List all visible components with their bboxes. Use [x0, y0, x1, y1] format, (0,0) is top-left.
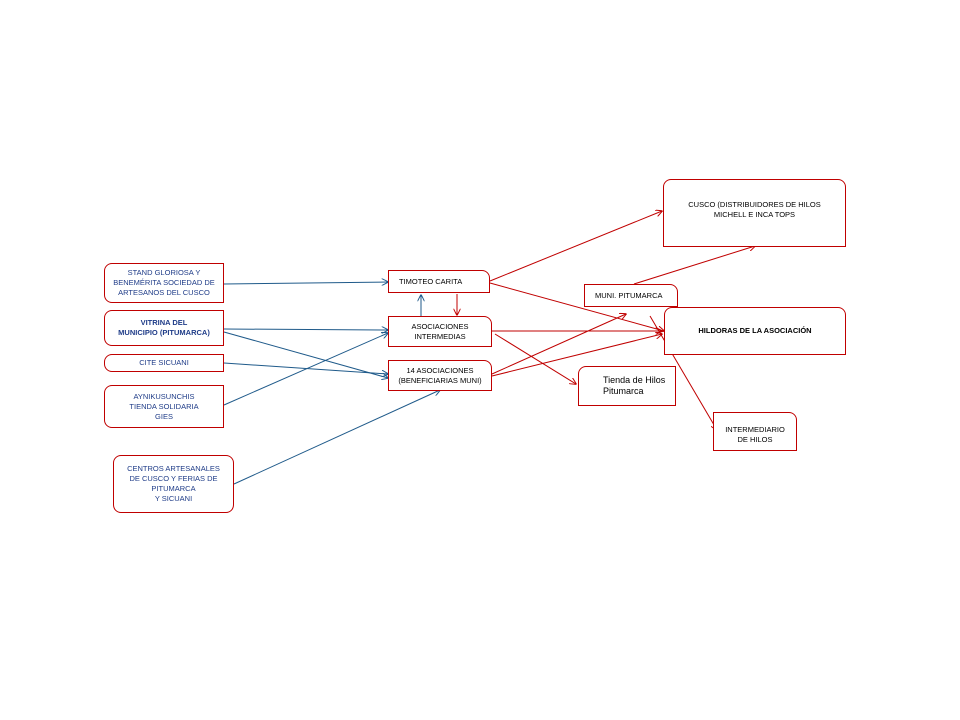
node-stand-gloriosa: STAND GLORIOSA Y BENEMÉRITA SOCIEDAD DE … — [104, 263, 224, 303]
node-hildoras-asociacion: HILDORAS DE LA ASOCIACIÓN — [664, 307, 846, 355]
node-cusco-distribuidores: CUSCO (DISTRIBUIDORES DE HILOS MICHELL E… — [663, 179, 846, 247]
node-centros-artesanales: CENTROS ARTESANALES DE CUSCO Y FERIAS DE… — [113, 455, 234, 513]
edge-catorce-to-hildoras — [491, 334, 662, 377]
edge-timoteo-to-hildoras — [489, 282, 664, 331]
node-timoteo-carita: TIMOTEO CARITA — [388, 270, 490, 293]
node-vitrina-municipio: VITRINA DEL MUNICIPIO (PITUMARCA) — [104, 310, 224, 346]
node-intermediario-hilos: INTERMEDIARIO DE HILOS — [713, 412, 797, 451]
edge-stand-to-timoteo — [223, 282, 388, 284]
node-cite-sicuani: CITE SICUANI — [104, 354, 224, 372]
edge-muni-to-cusco — [633, 246, 755, 285]
edge-catorce-to-muni — [491, 314, 626, 375]
node-aynikusunchis: AYNIKUSUNCHIS TIENDA SOLIDARIA GIES — [104, 385, 224, 428]
edge-centros-to-catorce — [233, 390, 440, 485]
edge-timoteo-to-cusco — [489, 211, 662, 282]
node-muni-pitumarca: MUNI. PITUMARCA — [584, 284, 678, 307]
edge-aynikusunchis-to-asociaciones — [223, 333, 388, 406]
edge-vitrina-to-catorce — [223, 331, 388, 378]
node-tienda-hilos: Tienda de Hilos Pitumarca — [578, 366, 676, 406]
edge-vitrina-to-asociaciones — [223, 329, 388, 330]
edge-muni-to-intermediario — [649, 315, 717, 430]
node-asociaciones-intermedias: ASOCIACIONES INTERMEDIAS — [388, 316, 492, 347]
edge-asociaciones-to-tienda — [494, 333, 576, 384]
node-catorce-asociaciones: 14 ASOCIACIONES (BENEFICIARIAS MUNI) — [388, 360, 492, 391]
